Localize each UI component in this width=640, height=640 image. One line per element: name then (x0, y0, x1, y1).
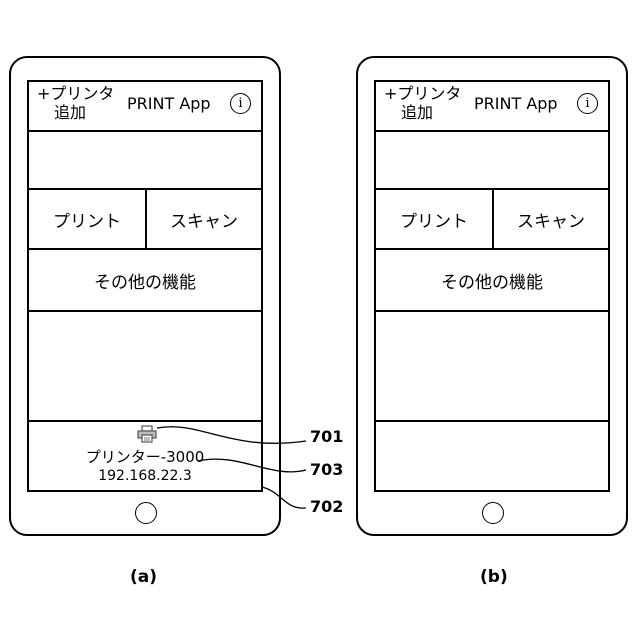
main-buttons-row: プリント スキャン (376, 190, 608, 250)
add-printer-label-line1: +プリンタ (37, 84, 114, 103)
add-printer-button[interactable]: +プリンタ 追加 (384, 84, 461, 122)
caption-b: (b) (480, 567, 508, 587)
add-printer-label-line1: +プリンタ (384, 84, 461, 103)
print-button[interactable]: プリント (29, 190, 147, 248)
printer-ip-address: 192.168.22.3 (29, 468, 261, 484)
printer-name: プリンター-3000 (29, 446, 261, 467)
other-functions-button[interactable]: その他の機能 (29, 250, 261, 312)
scan-button[interactable]: スキャン (494, 190, 608, 248)
main-buttons-row: プリント スキャン (29, 190, 261, 250)
banner-area (29, 132, 261, 190)
empty-printer-bar (376, 422, 608, 490)
selected-printer-bar[interactable]: プリンター-3000 192.168.22.3 (29, 422, 261, 490)
add-printer-button[interactable]: +プリンタ 追加 (37, 84, 114, 122)
other-functions-button[interactable]: その他の機能 (376, 250, 608, 312)
print-button[interactable]: プリント (376, 190, 494, 248)
add-printer-label-line2: 追加 (37, 103, 114, 122)
info-icon[interactable]: i (577, 93, 598, 114)
screen-a: +プリンタ 追加 PRINT App i プリント スキャン その他の機能 プリ… (27, 80, 263, 492)
printer-icon (137, 425, 157, 443)
add-printer-label-line2: 追加 (384, 103, 461, 122)
ref-label-702: 702 (310, 497, 343, 516)
app-header: +プリンタ 追加 PRINT App i (376, 82, 608, 132)
content-area (376, 312, 608, 422)
home-button[interactable] (135, 502, 157, 524)
banner-area (376, 132, 608, 190)
phone-a: +プリンタ 追加 PRINT App i プリント スキャン その他の機能 プリ… (9, 56, 281, 536)
ref-label-701: 701 (310, 427, 343, 446)
app-title: PRINT App (127, 94, 211, 113)
scan-button[interactable]: スキャン (147, 190, 261, 248)
content-area (29, 312, 261, 422)
home-button[interactable] (482, 502, 504, 524)
app-header: +プリンタ 追加 PRINT App i (29, 82, 261, 132)
screen-b: +プリンタ 追加 PRINT App i プリント スキャン その他の機能 (374, 80, 610, 492)
caption-a: (a) (130, 567, 157, 587)
app-title: PRINT App (474, 94, 558, 113)
phone-b: +プリンタ 追加 PRINT App i プリント スキャン その他の機能 (356, 56, 628, 536)
ref-label-703: 703 (310, 460, 343, 479)
info-icon[interactable]: i (230, 93, 251, 114)
